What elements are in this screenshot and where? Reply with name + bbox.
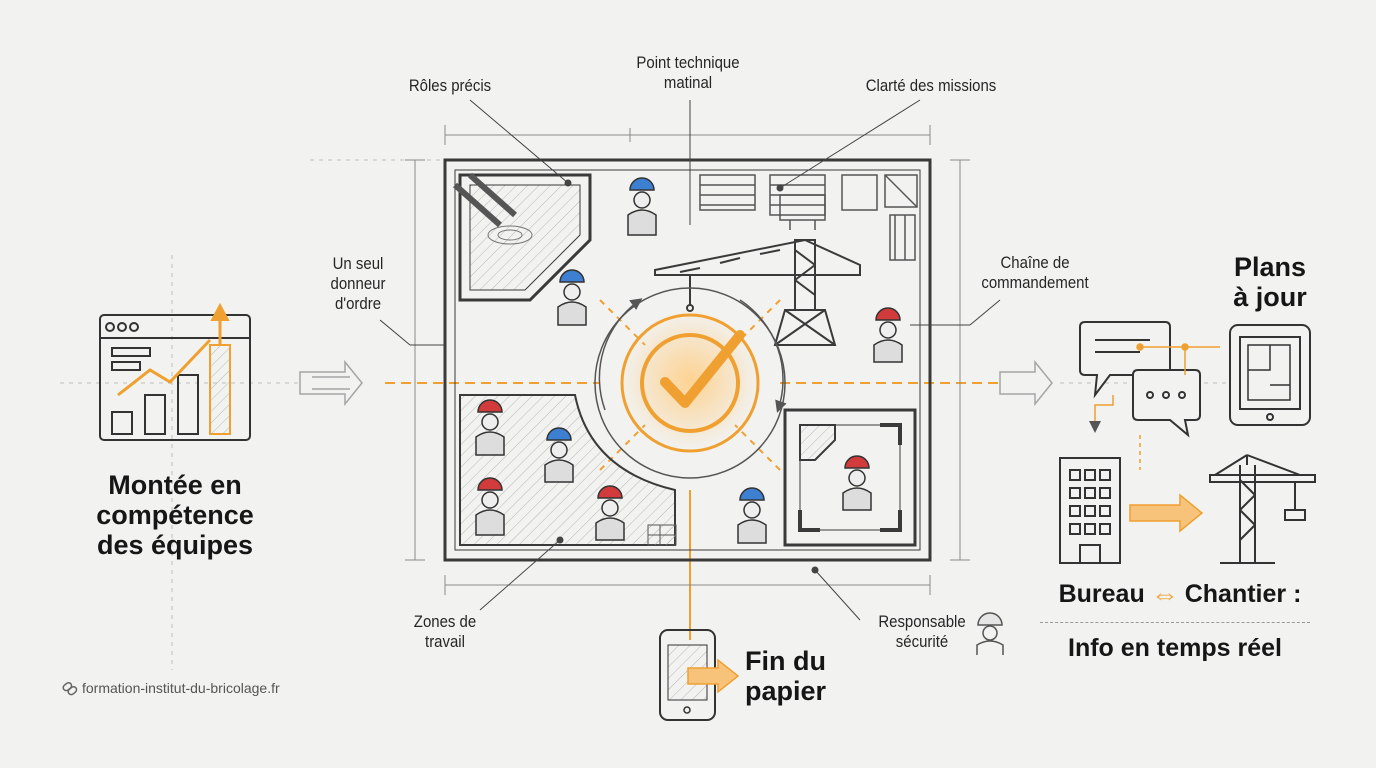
info-temps-reel: Info en temps réel xyxy=(1068,634,1282,662)
worker-blue-3 xyxy=(544,427,574,483)
worker-red-2 xyxy=(475,399,505,456)
chantier-label: Chantier : xyxy=(1184,580,1302,608)
bureau-label: Bureau xyxy=(1058,580,1145,608)
title-fin-line1: Fin du xyxy=(745,646,826,676)
worker-red-3 xyxy=(475,477,505,536)
source-url[interactable]: formation-institut-du-bricolage.fr xyxy=(62,680,280,696)
label-donneur-line2: donneur xyxy=(330,274,386,293)
title-fin-papier: Fin du papier xyxy=(745,646,855,706)
skills-chart-icon xyxy=(99,302,251,441)
label-zones-line2: travail xyxy=(425,632,465,651)
transfer-arrow-icon xyxy=(1129,493,1204,533)
tablet-plan-icon xyxy=(1229,324,1311,426)
label-clarte-missions: Clarté des missions xyxy=(865,76,997,95)
label-point-technique-line1: Point technique xyxy=(636,53,740,72)
title-fin-line2: papier xyxy=(745,676,827,706)
chat-bubble-icon xyxy=(1079,321,1201,438)
label-donneur-line3: d'ordre xyxy=(334,294,382,313)
title-left-line2: compétence xyxy=(96,500,254,530)
worker-figures xyxy=(475,177,903,544)
label-point-technique-line2: matinal xyxy=(663,73,713,92)
label-resp-line1: Responsable xyxy=(878,612,966,631)
label-chaine-commandement: Chaîne de commandement xyxy=(969,253,1101,293)
label-chaine-line2: commandement xyxy=(981,273,1089,292)
worker-red-5 xyxy=(842,455,872,511)
label-resp-line2: sécurité xyxy=(895,632,949,651)
label-responsable-securite: Responsable sécurité xyxy=(869,612,975,652)
worker-red-1 xyxy=(873,307,903,363)
worker-blue-1 xyxy=(627,177,657,236)
label-chaine-line1: Chaîne de xyxy=(1000,253,1070,272)
link-icon xyxy=(62,681,78,696)
label-zones-line1: Zones de xyxy=(413,612,477,631)
site-crane-icon xyxy=(1209,454,1316,564)
office-building-icon xyxy=(1059,457,1121,564)
checkmark-hub-icon xyxy=(594,287,787,479)
safety-officer-icon xyxy=(976,612,1004,655)
worker-red-4 xyxy=(595,485,625,541)
source-url-text[interactable]: formation-institut-du-bricolage.fr xyxy=(82,680,280,696)
leader-lines xyxy=(379,99,1001,621)
separator-line xyxy=(1040,622,1310,623)
title-plans-line2: à jour xyxy=(1233,282,1307,312)
title-montee-competence: Montée en compétence des équipes xyxy=(70,470,280,560)
chevron-arrow-left-icon xyxy=(299,359,363,407)
bureau-chantier-row: Bureau ⇔ Chantier : xyxy=(1040,580,1320,609)
label-point-technique: Point technique matinal xyxy=(626,53,749,93)
label-donneur-line1: Un seul xyxy=(332,254,384,273)
worker-blue-4 xyxy=(737,487,767,544)
title-left-line1: Montée en xyxy=(108,470,242,500)
label-donneur-ordre: Un seul donneur d'ordre xyxy=(323,254,393,314)
label-zones-travail: Zones de travail xyxy=(401,612,489,652)
double-arrow-icon: ⇔ xyxy=(1150,578,1179,610)
title-plans-a-jour: Plans à jour xyxy=(1215,252,1325,312)
worker-blue-2 xyxy=(557,269,587,326)
chevron-arrow-right-icon xyxy=(999,359,1053,407)
title-left-line3: des équipes xyxy=(96,530,254,560)
smartphone-icon xyxy=(659,629,740,721)
label-roles-precis: Rôles précis xyxy=(408,76,492,95)
orange-connectors xyxy=(1089,343,1220,470)
title-plans-line1: Plans xyxy=(1233,252,1307,282)
